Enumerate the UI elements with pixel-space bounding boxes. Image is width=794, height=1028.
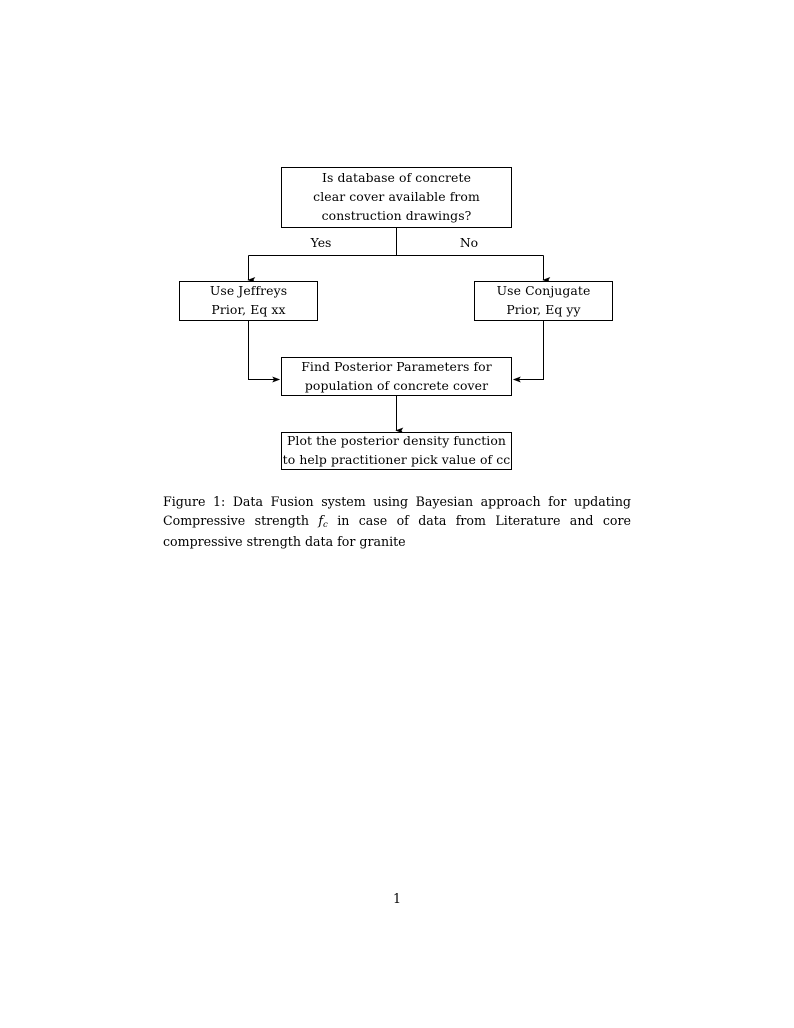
page-number: 1 [392,891,401,906]
flow-node-conjugate-line-1: Use Conjugate [496,283,591,299]
flow-node-jeffreys-prior: Use Jeffreys Prior, Eq xx [179,281,318,321]
edge-label-yes: Yes [310,235,332,250]
flow-node-conjugate-prior: Use Conjugate Prior, Eq yy [474,281,613,321]
figure-flowchart: Is database of concrete clear cover avai… [0,0,794,490]
figure-caption: Figure 1: Data Fusion system using Bayes… [163,492,631,551]
connector-jeffreys-to-posterior [248,321,281,383]
flow-node-jeffreys-line-2: Prior, Eq xx [211,302,286,317]
flow-node-conjugate-line-2: Prior, Eq yy [506,302,581,317]
math-subscript: c [323,520,328,531]
connector-conjugate-to-posterior [512,321,544,383]
figure-caption-math-variable: fc [318,513,328,531]
flow-node-posterior-line-2: population of concrete cover [304,377,489,393]
flow-node-plot-line-1: Plot the posterior density function [286,433,507,449]
math-base: f [318,513,324,529]
flow-node-posterior-line-1: Find Posterior Parameters for [301,358,492,374]
flow-node-plot-posterior-density: Plot the posterior density function to h… [281,432,512,470]
flow-node-decision-line-2: clear cover available from [313,189,480,205]
flow-node-decision-line-3: construction drawings? [321,207,472,223]
flow-node-decision-line-1: Is database of concrete [322,170,471,186]
figure-caption-text-before-math: Data Fusion system using Bayesian approa… [163,494,631,529]
edge-label-no: No [459,235,479,250]
flow-node-decision: Is database of concrete clear cover avai… [281,167,512,228]
figure-caption-label: Figure 1: [163,494,226,509]
figure-caption-text-after-math: in case of data from Literature and core… [163,513,631,550]
flow-node-plot-line-2: to help practitioner pick value of cc [282,452,511,467]
flowchart-connectors [247,228,551,434]
flow-node-find-posterior-parameters: Find Posterior Parameters for population… [281,357,512,396]
flow-node-jeffreys-line-1: Use Jeffreys [209,283,288,299]
